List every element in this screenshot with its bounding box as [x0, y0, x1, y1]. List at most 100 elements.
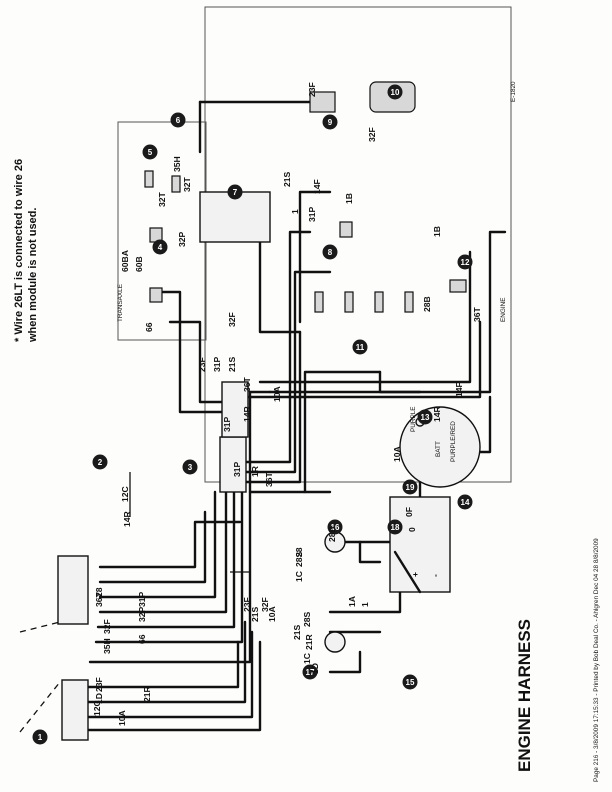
wire-label: 31P	[137, 591, 147, 607]
wire-branch-11	[248, 230, 302, 334]
wire-trunk-c	[96, 400, 236, 629]
wire-label: 1	[290, 209, 300, 214]
callout-number: 1	[38, 733, 43, 742]
callout-4: 4	[152, 239, 168, 255]
wire-label: 32P	[137, 606, 147, 622]
wire-label: 31P	[232, 461, 242, 477]
wire-label: 32T	[182, 176, 192, 192]
callout-circle	[302, 664, 318, 680]
callout-number: 2	[98, 458, 103, 467]
wire-label: 21R	[142, 685, 152, 702]
callout-circle	[327, 519, 343, 535]
spark-plug-11b	[344, 291, 354, 313]
wire-label-group: 23F 32F 35H 32T 32T 21S 14F 1B 1B 1 31P …	[92, 82, 482, 726]
figure-id: E-1820	[510, 81, 517, 102]
wire-label: 1B	[432, 226, 442, 237]
wire-label: 21S	[227, 356, 237, 372]
wire-engine-8	[328, 650, 362, 674]
wire-trunk-h	[78, 640, 262, 732]
transaxle-label: TRANSAXLE	[117, 284, 124, 322]
callout-circle	[457, 254, 473, 270]
callout-number: 14	[461, 498, 470, 507]
wire-label: 66	[137, 634, 147, 644]
wire-label: 0	[407, 527, 417, 532]
wire-label: 60BA	[120, 250, 130, 272]
connector-3b	[221, 381, 249, 438]
wire-label: 21S	[282, 171, 292, 187]
callout-9: 9	[322, 114, 338, 130]
spark-plug-11c	[374, 291, 384, 313]
callout-number: 4	[158, 243, 163, 252]
wire-trunk-i	[76, 630, 254, 719]
switch-19	[393, 550, 422, 594]
wire-label: 28S	[302, 611, 312, 627]
callout-11: 11	[352, 339, 368, 355]
callout-14: 14	[457, 494, 473, 510]
wire-label: 1C	[294, 571, 304, 582]
wire-label: 28B	[422, 296, 432, 312]
connector-1b	[57, 555, 89, 625]
callout-circle	[92, 454, 108, 470]
wire-branch-7	[258, 250, 472, 384]
wire-trunk-j	[76, 620, 247, 704]
callout-circle	[152, 239, 168, 255]
footer-text: Page 216 - 3/8/2009 17:15:33 - Printed b…	[593, 538, 600, 782]
wire-trunk-f	[98, 510, 207, 584]
spark-plug-11d	[404, 291, 414, 313]
callout-13: 13	[417, 409, 433, 425]
wire-color-label: PURPLE	[410, 406, 417, 432]
callout-12: 12	[457, 254, 473, 270]
wire-branch-10	[298, 190, 332, 324]
wire-label: 32F	[367, 127, 377, 142]
wire-engine-1	[378, 370, 422, 394]
wire-label: 14F	[312, 179, 322, 194]
wire-label: 10A	[117, 710, 127, 726]
wire-label: 60B	[134, 256, 144, 272]
engine-label: ENGINE	[500, 297, 507, 322]
coil-9	[309, 91, 336, 113]
wire-label: 23F	[242, 597, 252, 612]
callout-8: 8	[322, 244, 338, 260]
wire-branch-3	[232, 270, 332, 474]
wire-label: 14R	[122, 510, 132, 527]
callout-circle	[142, 144, 158, 160]
wire-label: 31P	[222, 416, 232, 432]
callout-number: 18	[391, 523, 400, 532]
wire-label: 21R	[304, 633, 314, 650]
battery-15	[389, 496, 451, 593]
callout-number: 5	[148, 148, 153, 157]
callout-2: 2	[92, 454, 108, 470]
wire-label: 14R	[242, 405, 252, 422]
callout-15: 15	[402, 674, 418, 690]
callout-number: 13	[421, 413, 430, 422]
dashed-lead-1	[19, 681, 61, 733]
wire-label: 32P	[177, 231, 187, 247]
sender-12	[449, 279, 467, 293]
callout-circle	[322, 244, 338, 260]
wire-label: 1D	[310, 663, 320, 674]
wire-label: 66	[144, 322, 154, 332]
callout-circle	[387, 519, 403, 535]
callout-number: 10	[391, 88, 400, 97]
wire-label: 21S	[292, 624, 302, 640]
switch-4b	[149, 287, 163, 303]
callout-7: 7	[227, 184, 243, 200]
wire-branch-9	[158, 290, 228, 414]
sensor-8	[339, 221, 353, 238]
wire-engine-5	[358, 540, 382, 564]
wire-branch-5	[240, 320, 482, 399]
callout-circle	[402, 479, 418, 495]
battery-terminal-label: BATT	[435, 441, 442, 457]
callout-6: 6	[170, 112, 186, 128]
wire-label: 1B	[344, 193, 354, 204]
wire-label: 10A	[267, 606, 277, 622]
callout-3: 3	[182, 459, 198, 475]
wire-label: 23F	[94, 677, 104, 692]
wire-label: 32T	[157, 191, 167, 207]
wire-label: 35H	[102, 638, 112, 654]
callout-circle	[322, 114, 338, 130]
